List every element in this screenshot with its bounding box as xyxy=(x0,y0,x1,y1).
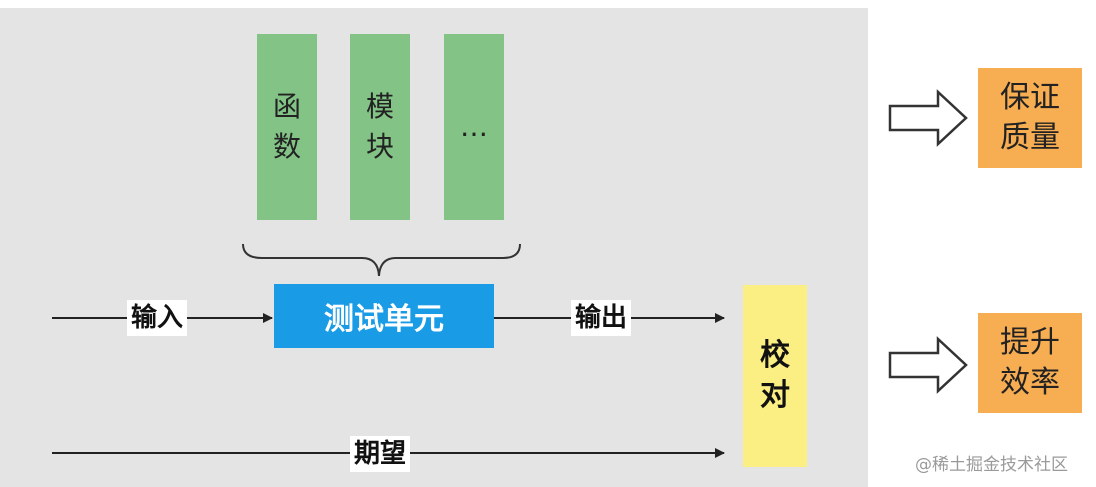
input-label: 输入 xyxy=(127,300,188,336)
function-label: 函数 xyxy=(272,90,301,163)
quality-label: 保证质量 xyxy=(1000,80,1060,155)
check-label: 校对 xyxy=(760,338,790,413)
test-unit-box: 测试单元 xyxy=(274,284,494,348)
module-label: 模块 xyxy=(365,90,394,163)
more-block: … xyxy=(444,34,504,220)
efficiency-label: 提升效率 xyxy=(1000,325,1060,400)
check-box: 校对 xyxy=(743,285,807,467)
function-block: 函数 xyxy=(257,34,317,220)
grouping-brace xyxy=(242,243,521,277)
module-block: 模块 xyxy=(350,34,410,220)
diagram-panel xyxy=(0,8,868,487)
expected-label: 期望 xyxy=(350,436,411,472)
quality-box: 保证质量 xyxy=(978,68,1082,168)
efficiency-box: 提升效率 xyxy=(978,313,1082,413)
watermark: @稀土掘金技术社区 xyxy=(915,455,1068,475)
efficiency-hollow-arrow-icon xyxy=(888,336,968,394)
output-label: 输出 xyxy=(571,300,632,336)
more-label: … xyxy=(460,110,488,143)
quality-hollow-arrow-icon xyxy=(888,89,968,147)
